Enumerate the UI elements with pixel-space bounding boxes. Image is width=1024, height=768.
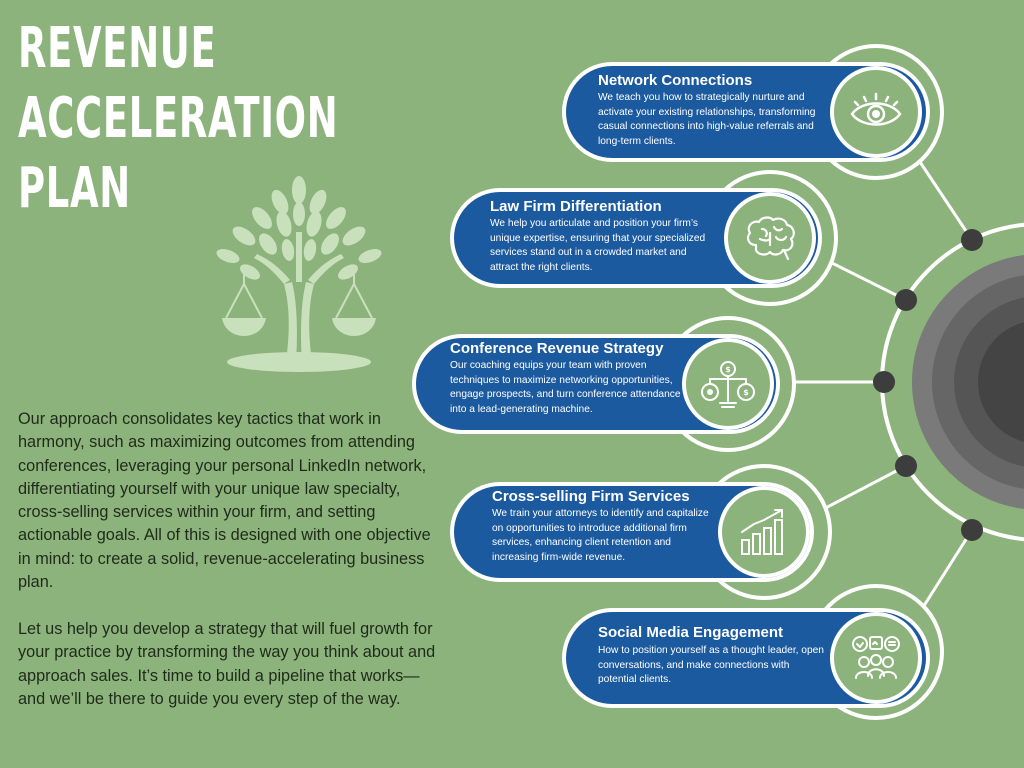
node-4 (895, 455, 917, 477)
card-icon-circle (830, 66, 922, 158)
tree-scales-icon (216, 176, 382, 372)
card-law-firm-differentiation: Law Firm Differentiation We help you art… (454, 192, 818, 284)
card-icon-circle: $ $ (682, 338, 774, 430)
node-5 (961, 519, 983, 541)
card-cross-selling-firm-services: Cross-selling Firm Services We train you… (454, 486, 810, 578)
intro-paragraph-1: Our approach consolidates key tactics th… (18, 410, 431, 592)
growth-chart-icon (741, 509, 783, 555)
node-3 (873, 371, 895, 393)
card-title: Conference Revenue Strategy (450, 340, 664, 357)
title-line-1: REVENUE (18, 16, 217, 81)
card-network-connections: Network Connections We teach you how to … (566, 66, 926, 158)
card-conference-revenue-strategy: Conference Revenue Strategy Our coaching… (416, 338, 776, 430)
card-icon-circle (724, 192, 816, 284)
brain-icon (746, 216, 795, 261)
card-description: We teach you how to strategically nurtur… (598, 92, 816, 147)
money-scale-icon: $ $ (701, 361, 755, 408)
title-line-2: ACCELERATION (18, 86, 339, 151)
card-title: Social Media Engagement (598, 624, 784, 641)
node-1 (961, 229, 983, 251)
title-line-3: PLAN (18, 156, 131, 221)
node-2 (895, 289, 917, 311)
card-icon-circle (830, 612, 922, 704)
connector-5 (918, 529, 974, 613)
svg-text:$: $ (743, 388, 749, 397)
intro-paragraph-2: Let us help you develop a strategy that … (18, 620, 436, 708)
card-title: Law Firm Differentiation (490, 198, 662, 215)
card-description: We train your attorneys to identify and … (492, 508, 709, 563)
card-description: We help you articulate and position your… (490, 218, 706, 273)
connector-1 (918, 161, 974, 241)
card-title: Network Connections (598, 72, 753, 89)
card-icon-circle (718, 486, 810, 578)
hub-ring-4 (978, 322, 1024, 442)
connector-4 (813, 464, 907, 516)
card-title: Cross-selling Firm Services (492, 488, 690, 505)
card-social-media-engagement: Social Media Engagement How to position … (566, 612, 926, 704)
card-description: How to position yourself as a thought le… (598, 645, 824, 686)
eye-icon (850, 92, 902, 126)
page-title: REVENUE ACCELERATION PLAN (18, 14, 338, 224)
card-description: Our coaching equips your team with prove… (450, 360, 681, 415)
svg-text:$: $ (725, 365, 731, 374)
social-people-icon (852, 636, 900, 679)
